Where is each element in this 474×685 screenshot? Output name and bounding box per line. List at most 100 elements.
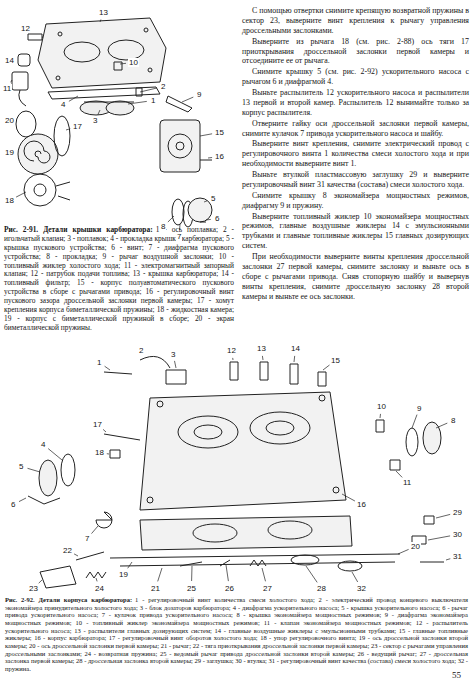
instruction-paragraph: Выньте втулкой пластмассовую заглушку 29…: [242, 170, 469, 190]
callout-number: 1: [96, 358, 102, 367]
callout-number: 31: [452, 552, 463, 561]
leader-line: [128, 562, 132, 568]
carburetor-body: [140, 392, 346, 510]
leader-line: [204, 201, 207, 202]
leader-line: [262, 356, 264, 360]
leader-line: [66, 129, 70, 130]
instruction-paragraph: При необходимости выверните винты крепле…: [242, 252, 469, 301]
instruction-column: С помощью отвертки снимите крепящую возв…: [242, 6, 469, 302]
callout-number: 3: [170, 350, 176, 359]
leader-line: [19, 498, 26, 502]
callout-number: 29: [452, 508, 463, 517]
callout-number: 10: [128, 58, 139, 67]
callout-number: 32: [356, 584, 367, 593]
callout-number: 5: [18, 462, 24, 471]
cover-body: [38, 18, 166, 88]
leader-line: [158, 568, 162, 581]
caption-body: 1 - регулировочный винт количества смеси…: [5, 596, 468, 672]
leader-line: [323, 365, 330, 370]
leader-line: [98, 110, 100, 115]
callout-number: 9: [196, 90, 202, 99]
leader-line: [306, 566, 317, 582]
callout-number: 17: [92, 420, 103, 429]
leader-line: [48, 449, 62, 460]
carburetor-body-drawing: [28, 356, 444, 588]
caption-heading: Рис. 2-91. Детали крышки карбюратора:: [4, 225, 153, 234]
instruction-paragraph: Отверните гайку оси дроссельной заслонки…: [242, 119, 469, 139]
callout-number: 24: [94, 584, 105, 593]
leader-line: [294, 356, 296, 362]
callout-number: 15: [214, 128, 225, 137]
callout-number: 23: [28, 584, 39, 593]
callout-number: 16: [214, 152, 225, 161]
leader-line: [120, 63, 126, 65]
callout-number: 6: [10, 500, 16, 509]
solenoid-valve: [12, 72, 28, 90]
throttle-body: [140, 516, 352, 550]
leader-line: [175, 361, 177, 368]
callout-number: 3: [92, 116, 98, 125]
leader-line: [107, 453, 109, 454]
leader-line: [436, 423, 447, 428]
callout-number: 9: [416, 404, 422, 413]
callout-number: 1: [150, 96, 156, 105]
callout-number: 19: [118, 570, 129, 579]
callout-number: 14: [4, 56, 15, 65]
leader-line: [396, 471, 402, 477]
leader-line: [262, 568, 266, 581]
figure-caption: Рис. 2-91. Детали крышки карбюратора:1 -…: [4, 226, 234, 333]
leader-line: [182, 97, 193, 102]
carburetor-cover-drawing: [12, 18, 212, 227]
page-number: 55: [452, 670, 461, 680]
leader-line: [206, 219, 211, 221]
leader-line: [208, 157, 212, 159]
callout-number: 11: [2, 84, 12, 93]
leader-line: [446, 559, 450, 560]
callout-number: 15: [330, 356, 341, 365]
leader-line: [352, 572, 358, 582]
instruction-paragraph: С помощью отвертки снимите крепящую возв…: [242, 6, 469, 36]
caption-body: 1 - ось поплавка; 2 - игольчатый клапан;…: [4, 225, 234, 332]
instruction-paragraph: Выньте распылитель 12 ускорительного нас…: [242, 88, 469, 118]
leader-line: [100, 20, 102, 23]
leader-line: [232, 358, 233, 360]
callout-number: 22: [62, 546, 73, 555]
instruction-paragraph: Выверните винт крепления, снимите электр…: [242, 139, 469, 169]
fuel-filter: [18, 54, 30, 66]
starter-housing: [160, 120, 200, 172]
callout-number: 13: [256, 344, 267, 353]
leader-line: [342, 494, 355, 501]
callout-number: 7: [84, 534, 90, 543]
callout-number: 2: [160, 82, 166, 91]
callout-number: 25: [186, 584, 197, 593]
instruction-paragraph: Снимите крышку 8 экономайзера мощностных…: [242, 191, 469, 211]
leader-line: [436, 514, 450, 518]
leader-line: [92, 526, 99, 534]
choke-lever: [166, 96, 192, 112]
leader-line: [200, 134, 212, 136]
callout-number: 5: [210, 194, 216, 203]
callout-number: 18: [94, 448, 105, 457]
throttle-sector: [40, 566, 76, 588]
callout-number: 20: [4, 116, 15, 125]
callout-number: 14: [290, 344, 301, 353]
callout-number: 21: [150, 584, 161, 593]
leader-line: [28, 468, 41, 472]
callout-number: 2: [138, 346, 144, 355]
callout-number: 12: [20, 24, 31, 33]
callout-number: 7: [176, 232, 182, 241]
callout-number: 4: [60, 100, 66, 109]
leader-line: [16, 192, 26, 197]
callout-number: 10: [376, 402, 387, 411]
callout-number: 17: [72, 122, 83, 131]
leader-line: [128, 101, 147, 104]
leader-line: [11, 80, 12, 82]
leader-line: [96, 578, 97, 581]
callout-number: 8: [160, 222, 166, 231]
callout-number: 20: [410, 542, 421, 551]
leader-line: [226, 565, 228, 581]
leader-line: [412, 415, 417, 428]
leader-line: [105, 366, 110, 370]
figure-caption: Рис. 2-92. Детали корпуса карбюратора:1 …: [5, 596, 468, 673]
